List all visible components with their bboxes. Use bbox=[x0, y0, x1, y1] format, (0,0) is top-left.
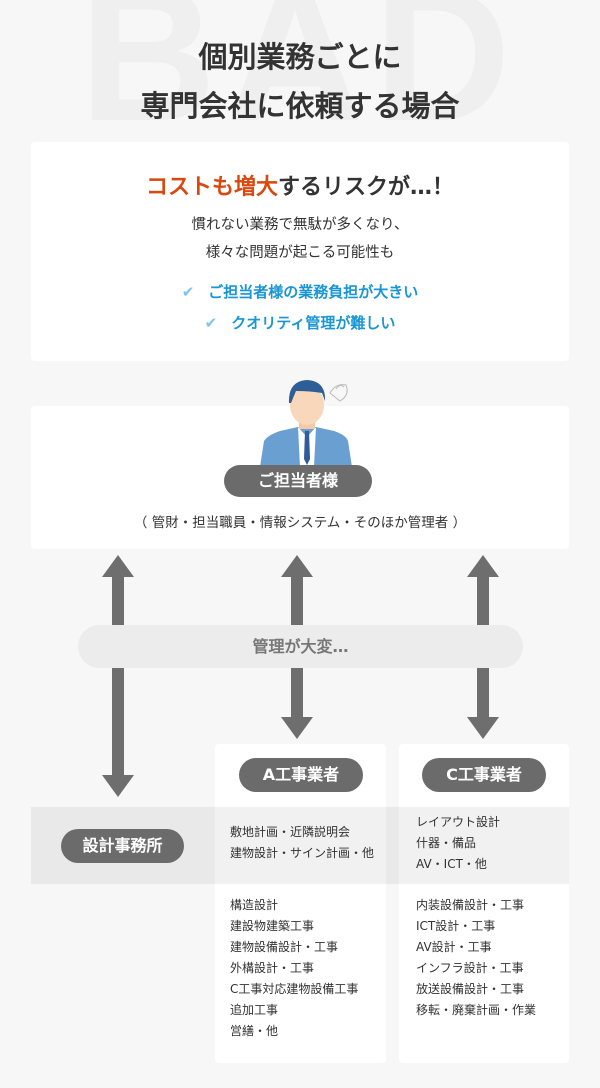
person-label-pill: ご担当者様 bbox=[224, 465, 372, 497]
contractor-a-card bbox=[215, 744, 386, 1063]
list-item: 営繕・他 bbox=[230, 1024, 279, 1038]
page-title-line2: 専門会社に依頼する場合 bbox=[140, 89, 460, 123]
page-title-line1: 個別業務ごとに bbox=[198, 40, 402, 74]
list-item: 構造設計 bbox=[230, 898, 279, 912]
person-avatar-icon bbox=[260, 380, 352, 467]
list-item: AV・ICT・他 bbox=[416, 857, 487, 871]
list-item: 放送設備設計・工事 bbox=[416, 982, 525, 996]
list-item: ICT設計・工事 bbox=[416, 919, 496, 933]
contractor-c-list: 内装設備設計・工事 ICT設計・工事 AV設計・工事 インフラ設計・工事 放送設… bbox=[416, 895, 536, 1021]
list-item: C工事対応建物設備工事 bbox=[230, 982, 359, 996]
watermark-text: BAD bbox=[79, 0, 521, 161]
contractor-a-list: 構造設計 建設物建築工事 建物設備設計・工事 外構設計・工事 C工事対応建物設備… bbox=[230, 895, 358, 1042]
list-item: インフラ設計・工事 bbox=[416, 961, 524, 975]
risk-heading: コストも増大するリスクが…！ bbox=[0, 169, 600, 201]
list-item: 敷地計画・近隣説明会 bbox=[230, 825, 351, 839]
arrow-shaft-left bbox=[112, 576, 124, 776]
contractor-a-pill: A工事業者 bbox=[239, 758, 363, 792]
check-item: ✔ ご担当者様の業務負担が大きい bbox=[0, 281, 600, 302]
contractor-c-pill: C工事業者 bbox=[422, 758, 546, 792]
list-item: 建物設計・サイン計画・他 bbox=[230, 846, 375, 860]
list-item: 内装設備設計・工事 bbox=[416, 898, 525, 912]
list-item: レイアウト設計 bbox=[416, 815, 501, 829]
contractor-c-card bbox=[399, 744, 569, 1063]
arrow-down-head bbox=[102, 775, 134, 797]
checkmark-icon: ✔ bbox=[204, 314, 218, 332]
risk-card bbox=[31, 142, 569, 361]
list-item: 追加工事 bbox=[230, 1003, 279, 1017]
arrow-down-head bbox=[467, 717, 499, 739]
list-item: 建設物建築工事 bbox=[230, 919, 315, 933]
risk-body-line1: 慣れない業務で無駄が多くなり、 bbox=[191, 217, 409, 233]
arrow-up-head bbox=[281, 555, 313, 577]
list-item: 移転・廃棄計画・作業 bbox=[416, 1003, 537, 1017]
arrow-down-head bbox=[281, 717, 313, 739]
risk-body-line2: 様々な問題が起こる可能性も bbox=[205, 245, 395, 261]
check-item-label: ご担当者様の業務負担が大きい bbox=[208, 283, 419, 301]
check-item: ✔ クオリティ管理が難しい bbox=[0, 312, 600, 333]
arrow-up-head bbox=[467, 555, 499, 577]
contractor-c-band-list: レイアウト設計 什器・備品 AV・ICT・他 bbox=[416, 812, 500, 875]
risk-heading-rest: するリスクが…！ bbox=[278, 175, 455, 200]
arrow-up-head bbox=[102, 555, 134, 577]
person-sub-label: （ 管財・担当職員・情報システム・そのほか管理者 ） bbox=[133, 515, 467, 531]
list-item: 建物設備設計・工事 bbox=[230, 940, 339, 954]
management-burden-bubble: 管理が大変… bbox=[78, 625, 523, 668]
design-office-pill: 設計事務所 bbox=[61, 829, 184, 863]
list-item: 什器・備品 bbox=[416, 836, 477, 850]
list-item: AV設計・工事 bbox=[416, 940, 492, 954]
checkmark-icon: ✔ bbox=[181, 283, 195, 301]
check-item-label: クオリティ管理が難しい bbox=[231, 314, 396, 332]
list-item: 外構設計・工事 bbox=[230, 961, 315, 975]
risk-heading-highlight: コストも増大 bbox=[145, 175, 278, 200]
contractor-a-band-list: 敷地計画・近隣説明会 建物設計・サイン計画・他 bbox=[230, 822, 374, 864]
